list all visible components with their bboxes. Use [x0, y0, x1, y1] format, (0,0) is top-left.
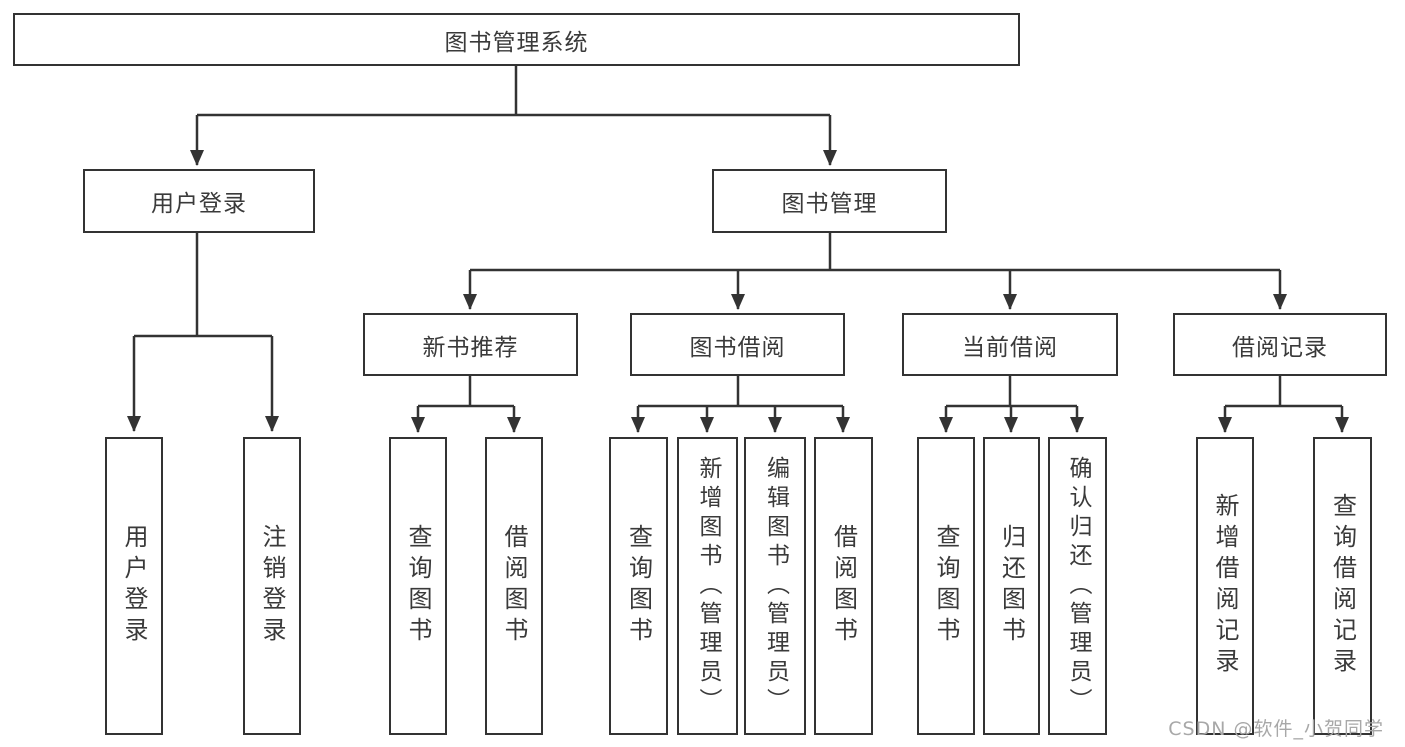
node-new-book-recommend: 新书推荐: [363, 313, 578, 376]
arrow-connectors: [127, 115, 1349, 433]
node-label: 归还图书: [997, 524, 1026, 648]
node-confirm-return-admin: 确认归还（管理员）: [1048, 437, 1107, 735]
node-book-management: 图书管理: [712, 169, 947, 233]
node-label: 图书管理系统: [444, 29, 589, 56]
node-borrow-books-2: 借阅图书: [814, 437, 873, 735]
node-label: 图书借阅: [689, 334, 786, 361]
node-current-borrowing: 当前借阅: [902, 313, 1118, 376]
node-add-book-admin: 新增图书（管理员）: [677, 437, 738, 735]
node-query-borrow-record: 查询借阅记录: [1313, 437, 1372, 735]
node-query-books-1: 查询图书: [389, 437, 447, 735]
branch-rails: [134, 66, 1342, 408]
node-user-login: 用户登录: [83, 169, 315, 233]
node-add-borrow-record: 新增借阅记录: [1196, 437, 1254, 735]
node-label: 借阅图书: [500, 524, 528, 648]
node-query-books-2: 查询图书: [609, 437, 668, 735]
node-label: 新书推荐: [422, 334, 519, 361]
node-label: 用户登录: [151, 191, 247, 217]
node-label: 借阅记录: [1232, 334, 1328, 361]
node-label: 新增图书（管理员）: [695, 455, 721, 717]
node-label: 查询图书: [404, 524, 432, 648]
node-borrow-records: 借阅记录: [1173, 313, 1387, 376]
node-label: 借阅图书: [829, 524, 858, 648]
node-book-borrowing: 图书借阅: [630, 313, 845, 376]
node-edit-book-admin: 编辑图书（管理员）: [744, 437, 806, 735]
node-logout: 注销登录: [243, 437, 301, 735]
node-label: 查询图书: [932, 524, 960, 648]
node-borrow-books-1: 借阅图书: [485, 437, 543, 735]
node-label: 编辑图书（管理员）: [762, 455, 789, 717]
node-label: 查询图书: [624, 524, 653, 648]
node-label: 确认归还（管理员）: [1065, 455, 1091, 717]
node-library-system: 图书管理系统: [13, 13, 1020, 66]
node-label: 当前借阅: [962, 334, 1058, 361]
node-user-login-leaf: 用户登录: [105, 437, 163, 735]
node-label: 注销登录: [258, 524, 286, 648]
node-return-books: 归还图书: [983, 437, 1040, 735]
node-label: 新增借阅记录: [1211, 493, 1239, 679]
node-label: 图书管理: [781, 191, 878, 217]
node-query-books-3: 查询图书: [917, 437, 975, 735]
watermark: CSDN @软件_小贺同学: [1168, 718, 1384, 740]
node-label: 查询借阅记录: [1328, 493, 1357, 679]
node-label: 用户登录: [120, 524, 148, 648]
